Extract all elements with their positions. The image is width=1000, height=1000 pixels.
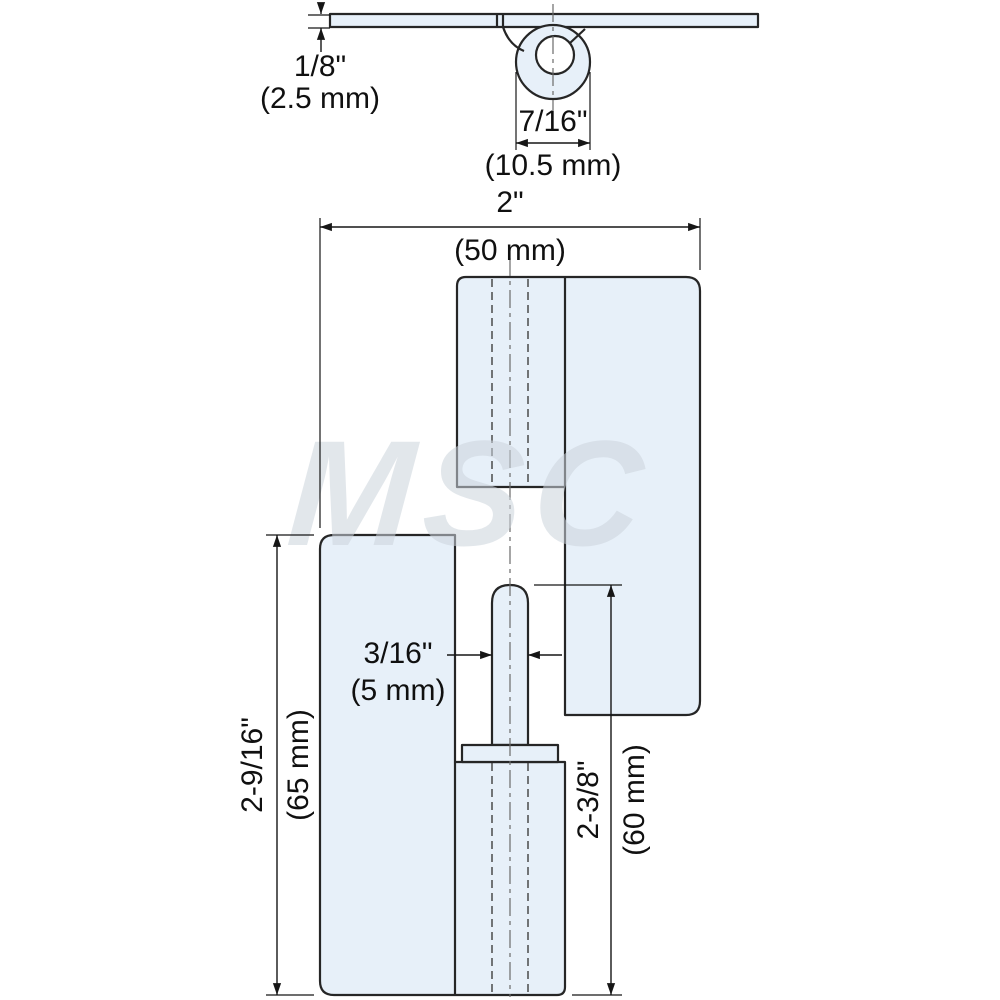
upper-leaf	[455, 275, 702, 717]
knuckle-imperial-label: 7/16"	[518, 105, 587, 138]
watermark-text: MSC	[283, 409, 658, 577]
right-height-metric-label: (60 mm)	[618, 744, 651, 856]
thickness-metric-label: (2.5 mm)	[260, 82, 380, 115]
pin-width-imperial-label: 3/16"	[363, 637, 432, 670]
top-view-pin-hole	[534, 34, 576, 76]
knuckle-metric-label: (10.5 mm)	[485, 149, 622, 182]
dim-thickness: 1/8" (2.5 mm)	[260, 2, 380, 115]
top-view-curl-end	[569, 28, 586, 44]
lower-leaf	[318, 533, 567, 997]
pin-width-metric-label: (5 mm)	[351, 674, 446, 707]
dim-knuckle-diameter: 7/16" (10.5 mm)	[485, 72, 622, 182]
left-height-imperial-label: 2-9/16"	[236, 717, 269, 813]
dim-pin-width: 3/16" (5 mm)	[351, 637, 562, 707]
front-view	[318, 258, 702, 997]
width-imperial-label: 2"	[496, 186, 523, 219]
top-view-curl-line	[501, 26, 525, 53]
dim-overall-width: 2" (50 mm)	[319, 186, 701, 528]
left-height-metric-label: (65 mm)	[282, 709, 315, 821]
dim-right-height: 2-3/8" (60 mm)	[534, 584, 651, 996]
dim-left-height: 2-9/16" (65 mm)	[236, 534, 315, 996]
thickness-imperial-label: 1/8"	[294, 50, 346, 83]
width-metric-label: (50 mm)	[454, 234, 566, 267]
top-view: 1/8" (2.5 mm) 7/16" (10.5 mm)	[260, 2, 760, 182]
right-height-imperial-label: 2-3/8"	[572, 760, 605, 839]
front-view-dimensions: 2" (50 mm) 2-9/16" (65 mm) 2-3/8" (60 mm…	[236, 186, 701, 996]
